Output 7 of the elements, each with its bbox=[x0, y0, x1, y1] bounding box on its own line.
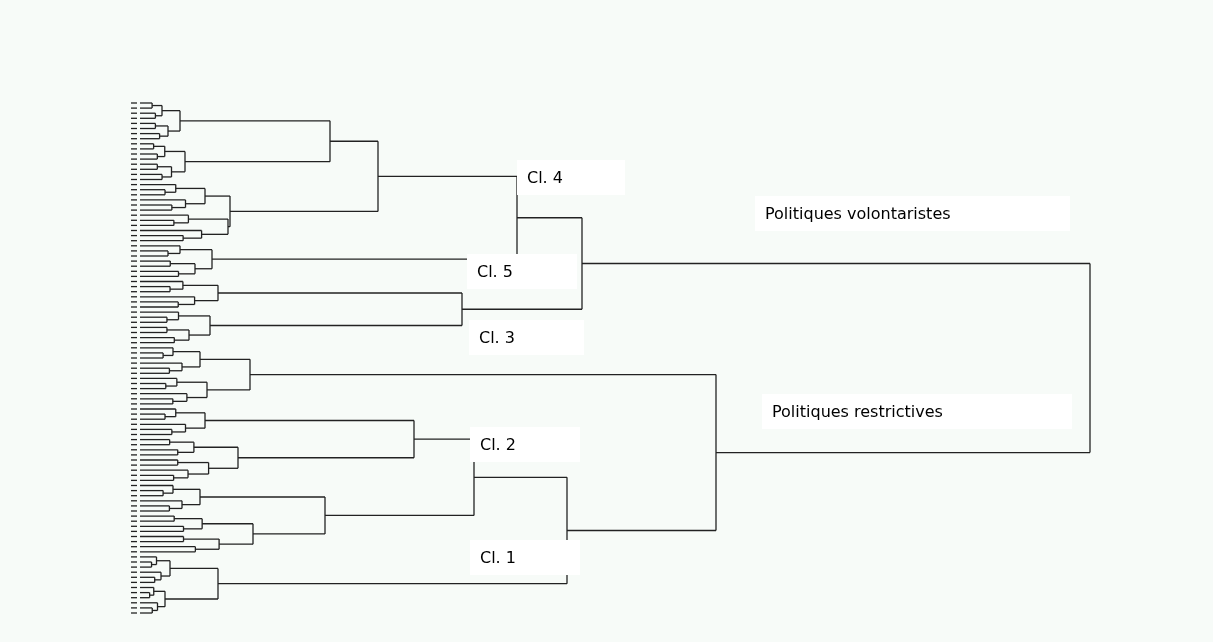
group-label: Politiques restrictives bbox=[762, 394, 1072, 429]
cluster-label: Cl. 3 bbox=[469, 320, 584, 355]
cluster-label: Cl. 4 bbox=[517, 160, 625, 195]
cluster-label: Cl. 2 bbox=[470, 427, 580, 462]
cluster-label: Cl. 1 bbox=[470, 540, 580, 575]
group-label: Politiques volontaristes bbox=[755, 196, 1070, 231]
cluster-label: Cl. 5 bbox=[467, 254, 577, 289]
